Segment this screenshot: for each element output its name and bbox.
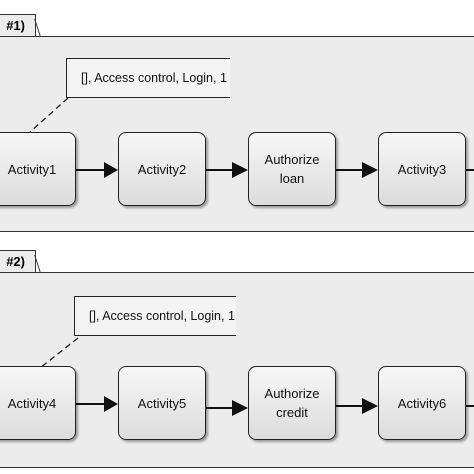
activity-node-activity6[interactable]: Activity6 (378, 366, 466, 440)
activity-node-authorize-credit[interactable]: Authorize credit (248, 366, 336, 440)
panel-1-connectors (29, 97, 474, 178)
process-panel-2: #2) [], Access control, Login, 1 Activit… (0, 250, 474, 468)
edge-activity2-authorize-loan-arrowhead (232, 162, 248, 178)
edge-activity4-activity5-arrowhead (104, 396, 118, 412)
edge-authorize-loan-activity3-arrowhead (362, 162, 378, 178)
process-panel-1: #1) [], Access control, Login, 1 Activit… (0, 14, 474, 232)
activity-node-authorize-loan[interactable]: Authorize loan (248, 132, 336, 206)
edge-activity1-activity2-arrowhead (104, 162, 118, 178)
activity-node-activity4[interactable]: Activity4 (0, 366, 76, 440)
note-1-anchor-line (29, 97, 69, 133)
activity-node-activity2[interactable]: Activity2 (118, 132, 206, 206)
panel-2-tab: #2) (0, 250, 36, 272)
panel-2-connectors (39, 337, 474, 416)
authorize-loan-label: Authorize loan (264, 152, 320, 186)
panel-1-note: [], Access control, Login, 1 (66, 58, 230, 98)
activity-node-activity3[interactable]: Activity3 (378, 132, 466, 206)
edge-activity5-authorize-credit-arrowhead (232, 400, 248, 416)
note-2-anchor-line (39, 337, 79, 369)
panel-1-tab: #1) (0, 14, 36, 36)
activity-node-activity5[interactable]: Activity5 (118, 366, 206, 440)
edge-authorize-credit-activity6-arrowhead (362, 398, 378, 414)
activity-node-activity1[interactable]: Activity1 (0, 132, 76, 206)
panel-2-note: [], Access control, Login, 1 (74, 296, 236, 336)
authorize-credit-label: Authorize credit (264, 386, 320, 420)
